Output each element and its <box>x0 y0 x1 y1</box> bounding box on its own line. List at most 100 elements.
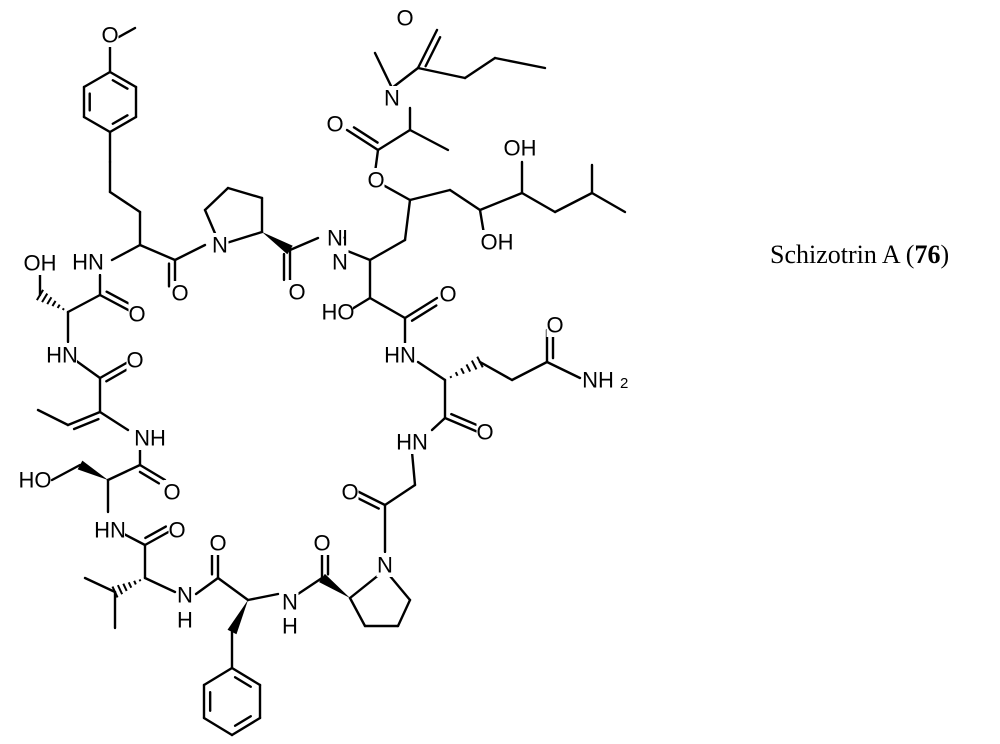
amide-n-bond <box>110 243 142 262</box>
o-label-pro2-carbonyl: O <box>313 531 330 556</box>
chain-bond <box>83 576 117 594</box>
chain-bond <box>138 243 177 262</box>
amide-carbonyl <box>98 293 134 314</box>
n-label-ahda: N <box>332 250 348 275</box>
alkene-double-bond-inner <box>72 417 100 431</box>
hn-label-ser1-mask <box>47 343 77 367</box>
hn-label-gln-mask <box>385 343 415 367</box>
nh2-subscript: 2 <box>620 375 628 392</box>
amide-carbonyl-inner <box>354 495 380 510</box>
chain-bond <box>403 198 412 242</box>
chain-bond <box>520 191 557 214</box>
hn-label-ser2: HN <box>94 518 126 543</box>
hn-label-gln: HN <box>384 343 416 368</box>
amide-carbonyl-inner <box>410 304 438 322</box>
oh-label-upper-mask <box>505 136 535 160</box>
o-label-gly-carbonyl: O <box>341 480 358 505</box>
n-label-phe-nh-mask <box>281 590 299 614</box>
o-label-gln-sidechain-mask <box>546 313 564 337</box>
ho-label-ser2-mask <box>20 468 50 492</box>
phenyl-ring-bond <box>230 666 262 687</box>
hn-label-gly-mask <box>397 430 427 454</box>
chain-bond <box>216 576 250 602</box>
amide-n-bond <box>194 576 220 596</box>
val-stereo-bond <box>111 579 142 598</box>
amide-carbonyl-inner <box>450 412 478 426</box>
h-label-phe-nh-mask <box>281 614 299 638</box>
chain-bond <box>493 56 547 70</box>
o-label-gly-carbonyl-mask <box>341 480 359 504</box>
o-label-ester-carbonyl-mask <box>326 112 344 136</box>
phe-wedge <box>227 600 248 635</box>
o-label-dhb-carbonyl: O <box>126 348 143 373</box>
amide-carbonyl-inner <box>144 525 168 540</box>
methoxyphenyl-ring-aromatic-bond <box>111 114 129 125</box>
chain-bond <box>478 191 524 212</box>
amide-n-bond <box>173 243 207 262</box>
methoxyphenyl-ring-bond <box>82 115 112 134</box>
chain-bond <box>553 191 594 214</box>
hn-label-hty-mask <box>73 250 103 274</box>
amide-carbonyl-inner <box>105 290 133 306</box>
amide-carbonyl <box>443 416 480 434</box>
o-label-val-carbonyl: O <box>168 518 185 543</box>
oh-label-ser1: OH <box>24 251 57 276</box>
amide-carbonyl-inner <box>138 470 161 485</box>
methoxyphenyl-ring-bond <box>82 70 112 89</box>
h-label-phe-nh: H <box>282 614 298 639</box>
o-label-ahda-carbonyl-mask <box>439 282 457 306</box>
amide-n-bond <box>246 592 280 602</box>
chain-bond <box>510 360 549 382</box>
nh2-label-mask <box>583 368 613 392</box>
n-label-pro2-mask <box>376 553 394 577</box>
o-label-gln-sidechain: O <box>546 313 563 338</box>
alkene-double-bond <box>66 410 102 427</box>
o-label-pro2-carbonyl-mask <box>313 531 331 555</box>
amide-n-bond <box>143 576 177 594</box>
hn-label-gly: HN <box>396 430 428 455</box>
n-label-val-nh: N <box>177 583 193 608</box>
nh2-label: NH <box>582 368 614 393</box>
oh-label-lower-mask <box>482 230 512 254</box>
phenyl-ring-bond <box>202 666 234 687</box>
amide-carbonyl-inner <box>105 367 129 383</box>
n-label-pro2: N <box>377 553 393 578</box>
chain-bond <box>408 188 452 202</box>
chain-bond <box>66 293 102 314</box>
o-label-ser2-carbonyl-mask <box>163 480 181 504</box>
o-label-ester-carbonyl: O <box>326 112 343 137</box>
chain-bond <box>108 190 142 214</box>
o-label-hty-carbonyl-mask <box>171 281 189 305</box>
o-label-phe-carbonyl-mask <box>209 531 227 555</box>
amide-carbonyl <box>98 360 130 380</box>
amide-carbonyl <box>143 528 174 547</box>
amide-bond <box>390 66 420 90</box>
methoxyphenyl-ring-aromatic-bond <box>111 79 129 90</box>
o-label-ser1-carbonyl-mask <box>128 302 146 326</box>
chain-bond <box>368 238 407 262</box>
proline-2-ring-bond <box>396 598 412 628</box>
ester-carbonyl <box>345 128 380 152</box>
h-label-val-nh: H <box>177 608 193 633</box>
ser1-stereo-bond <box>36 289 65 311</box>
proline-1-ring-bond <box>203 186 230 212</box>
chain-bond <box>463 56 497 80</box>
chain-bond <box>383 483 417 507</box>
n-label-val-nh-mask <box>176 583 194 607</box>
amide-carbonyl <box>403 296 439 320</box>
chain-bond <box>50 463 82 482</box>
chain-bond <box>478 360 514 382</box>
gln-stereo-bond <box>449 356 484 379</box>
oh-label-lower: OH <box>481 230 514 255</box>
h-label-val-nh-mask <box>176 608 194 632</box>
amide-carbonyl <box>138 463 167 482</box>
phenyl-ring-aromatic-bond <box>233 715 252 727</box>
o-label-ester: O <box>367 168 384 193</box>
o-label-amide-top-mask <box>396 6 414 30</box>
ho-label-ser2: HO <box>19 468 52 493</box>
ala-methyl-bond <box>408 128 450 152</box>
n-label-phe-nh: N <box>282 590 298 615</box>
oh-label-upper: OH <box>504 136 537 161</box>
phenyl-ring-aromatic-bond <box>233 676 252 688</box>
